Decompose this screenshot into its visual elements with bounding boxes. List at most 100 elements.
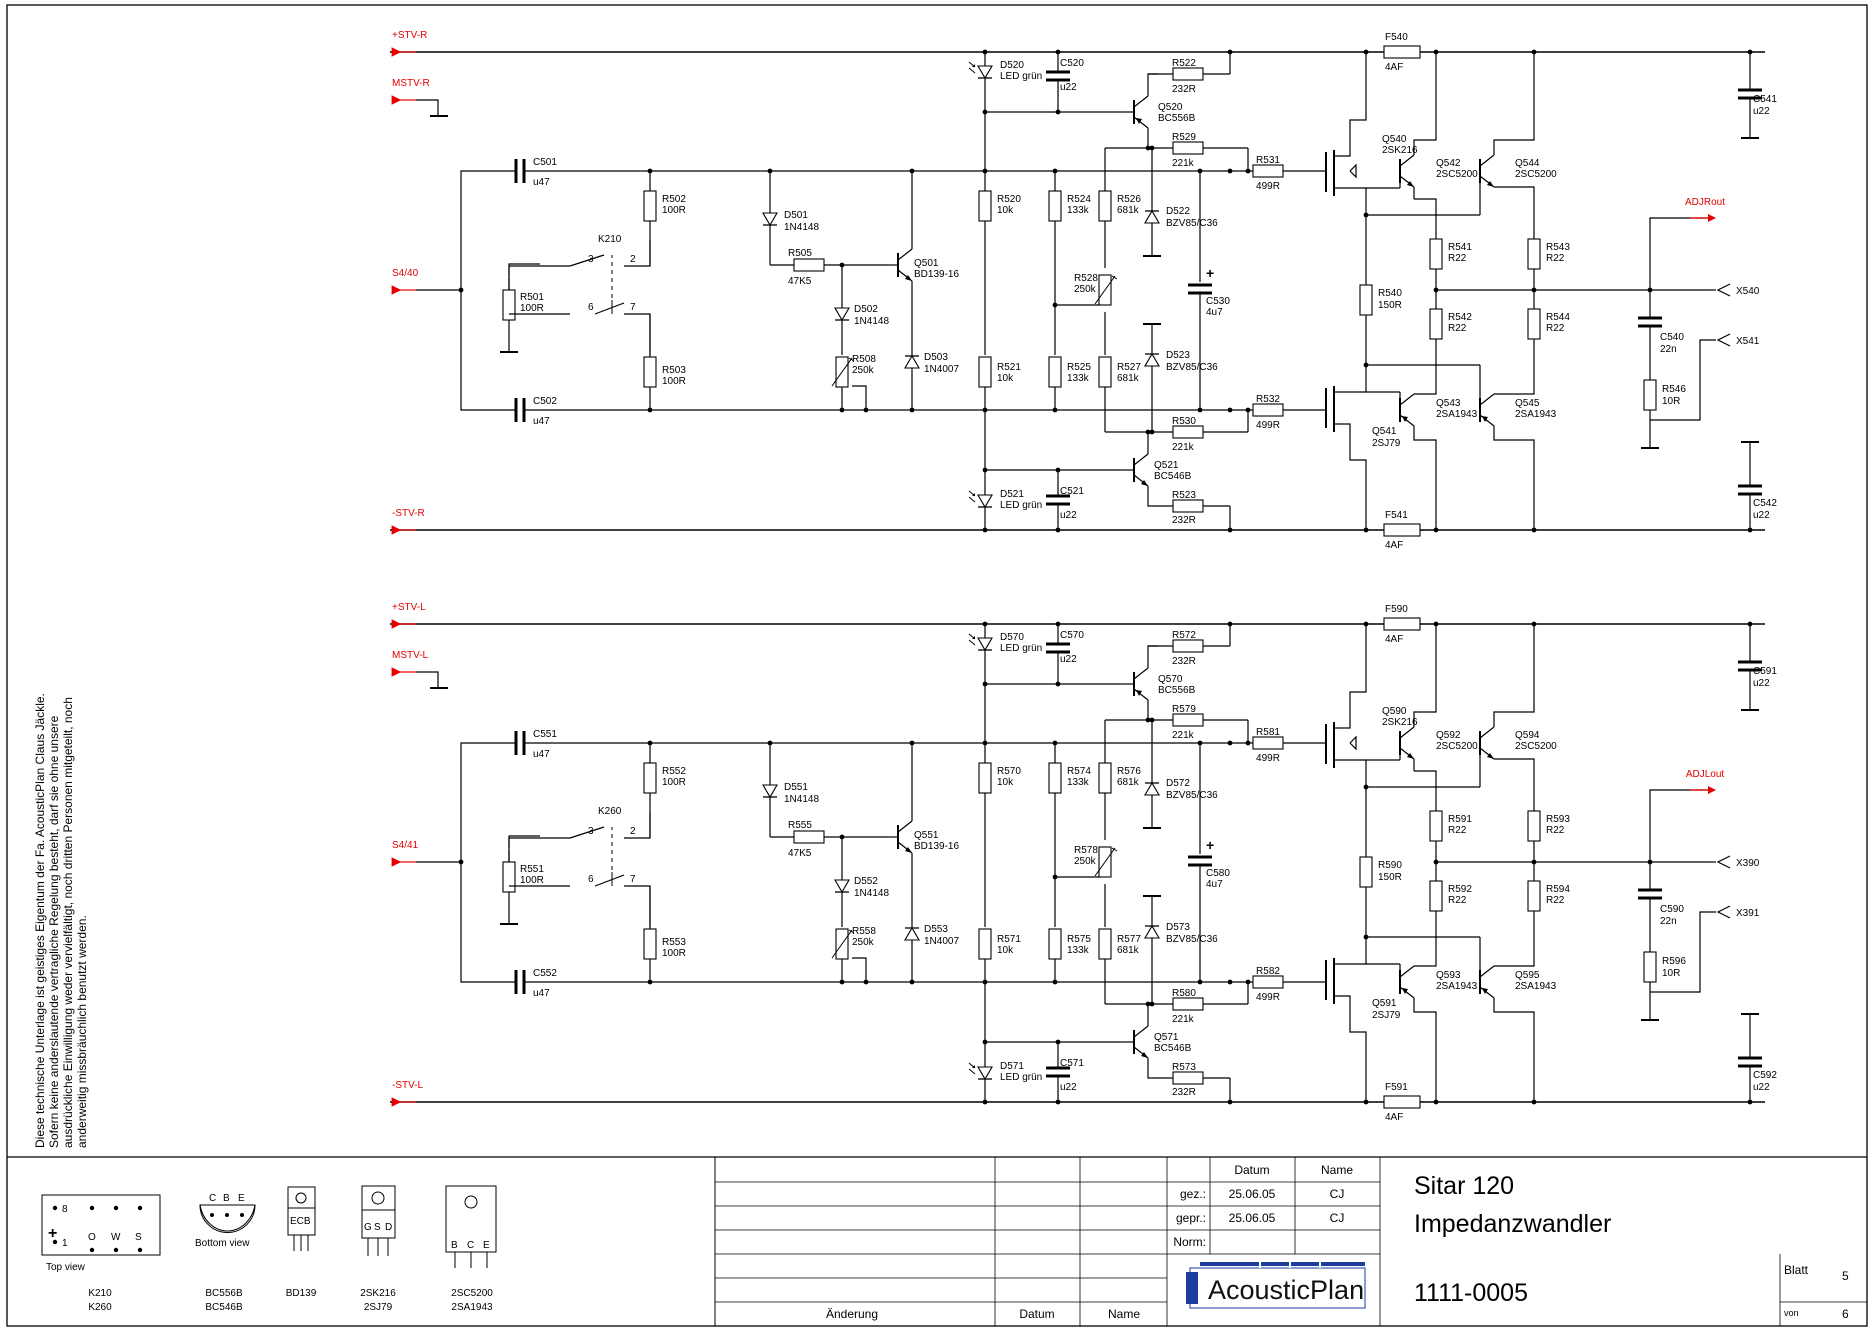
relay-ref: K260	[598, 806, 622, 817]
diode-symbol	[1144, 352, 1160, 367]
component-ref: Q545	[1515, 398, 1540, 409]
component-ref: R576	[1117, 766, 1141, 777]
resistor-symbol	[978, 928, 992, 960]
component-value: 2SK216	[1382, 717, 1418, 728]
junction-dot	[1227, 621, 1233, 627]
resistor-symbol	[1429, 308, 1443, 340]
connector-symbol	[1716, 283, 1731, 297]
component-value: BC556B	[1158, 113, 1196, 124]
to264-pin: B	[451, 1240, 458, 1251]
component-ref: R542	[1448, 312, 1472, 323]
to220-pin: S	[374, 1222, 381, 1233]
component-value: 221k	[1172, 730, 1195, 741]
component-value: 1N4148	[854, 316, 889, 327]
junction-dot	[1055, 527, 1061, 533]
component-ref: R571	[997, 934, 1021, 945]
fuse-symbol	[1383, 617, 1421, 631]
component-value: 681k	[1117, 777, 1140, 788]
capacitor-gap	[1738, 1057, 1762, 1067]
component-value: 221k	[1172, 442, 1195, 453]
component-value: u47	[533, 177, 550, 188]
component-ref: R593	[1546, 814, 1570, 825]
junction-dot	[647, 740, 653, 746]
component-value: 499R	[1256, 753, 1280, 764]
component-ref: C540	[1660, 332, 1684, 343]
relay-ref: K210	[598, 234, 622, 245]
blatt-label: Blatt	[1784, 1263, 1809, 1277]
resistor-symbol	[1252, 975, 1284, 989]
fuse-symbol	[1383, 1095, 1421, 1109]
junction-dot	[1245, 740, 1251, 746]
relay-pin8: 8	[62, 1204, 68, 1215]
component-value: 4u7	[1206, 307, 1223, 318]
component-ref: Q591	[1372, 998, 1397, 1009]
resistor-symbol	[1172, 997, 1204, 1011]
relay-part: K260	[88, 1302, 112, 1313]
component-ref: R502	[662, 194, 686, 205]
junction-dot	[1227, 527, 1233, 533]
component-ref: D571	[1000, 1061, 1024, 1072]
wire	[1649, 789, 1710, 862]
junction-dot	[1747, 527, 1753, 533]
component-ref: C590	[1660, 904, 1684, 915]
junction-dot	[1197, 979, 1203, 985]
resistor-symbol	[978, 356, 992, 388]
diode-symbol	[834, 879, 850, 894]
transistor-arrow	[1482, 416, 1488, 422]
component-ref: R575	[1067, 934, 1091, 945]
component-value: BD139-16	[914, 269, 959, 280]
junction-dot	[1055, 49, 1061, 55]
capacitor-gap	[1638, 889, 1662, 899]
junction-dot	[1149, 145, 1155, 151]
component-ref: R530	[1172, 416, 1196, 427]
wire	[1133, 688, 1149, 701]
component-ref: Q595	[1515, 970, 1540, 981]
component-value: R22	[1546, 253, 1565, 264]
rev-aenderung-header: Änderung	[826, 1307, 878, 1321]
wire	[624, 885, 651, 927]
wire	[1494, 186, 1535, 240]
component-value: 2SC5200	[1515, 169, 1557, 180]
connector-symbol	[1716, 855, 1731, 869]
junction-dot	[1145, 145, 1151, 151]
title-product: Sitar 120	[1414, 1172, 1514, 1200]
component-ref: R527	[1117, 362, 1141, 373]
transistor-arrow	[905, 847, 912, 853]
resistor-symbol	[978, 762, 992, 794]
component-ref: R501	[520, 292, 544, 303]
junction-dot	[839, 407, 845, 413]
wire	[968, 639, 976, 646]
approval-row-datum: 25.06.05	[1229, 1187, 1276, 1201]
relay-view: Top view	[46, 1262, 86, 1273]
resistor-symbol	[1172, 499, 1204, 513]
relay-pin: 2	[630, 826, 636, 837]
pot-arrow	[831, 929, 853, 959]
pot-arrow	[1094, 275, 1116, 305]
junction-dot	[647, 979, 653, 985]
diode-symbol	[977, 65, 993, 80]
component-value: 232R	[1172, 656, 1196, 667]
junction-dot	[1052, 979, 1058, 985]
component-value: R22	[1448, 253, 1467, 264]
resistor-symbol	[1098, 356, 1112, 388]
component-value: 2SA1943	[1436, 981, 1478, 992]
resistor-symbol	[1048, 356, 1062, 388]
junction-dot	[982, 740, 988, 746]
component-ref: C520	[1060, 58, 1084, 69]
junction-dot	[982, 527, 988, 533]
component-ref: R572	[1172, 630, 1196, 641]
component-value: u47	[533, 749, 550, 760]
junction-dot	[1363, 621, 1369, 627]
component-value: BC546B	[1154, 1043, 1192, 1054]
component-ref: D502	[854, 304, 878, 315]
wire	[968, 1068, 976, 1075]
component-value: 2SA1943	[1515, 409, 1557, 420]
to92-pin: C	[209, 1193, 216, 1204]
component-value: 100R	[662, 948, 686, 959]
component-value: BZV85/C36	[1166, 934, 1218, 945]
diode-symbol	[977, 1066, 993, 1081]
net-label-vplus: +STV-R	[392, 30, 427, 41]
resistor-symbol	[1172, 713, 1204, 727]
component-ref: R528	[1074, 273, 1098, 284]
wire	[1133, 95, 1149, 108]
